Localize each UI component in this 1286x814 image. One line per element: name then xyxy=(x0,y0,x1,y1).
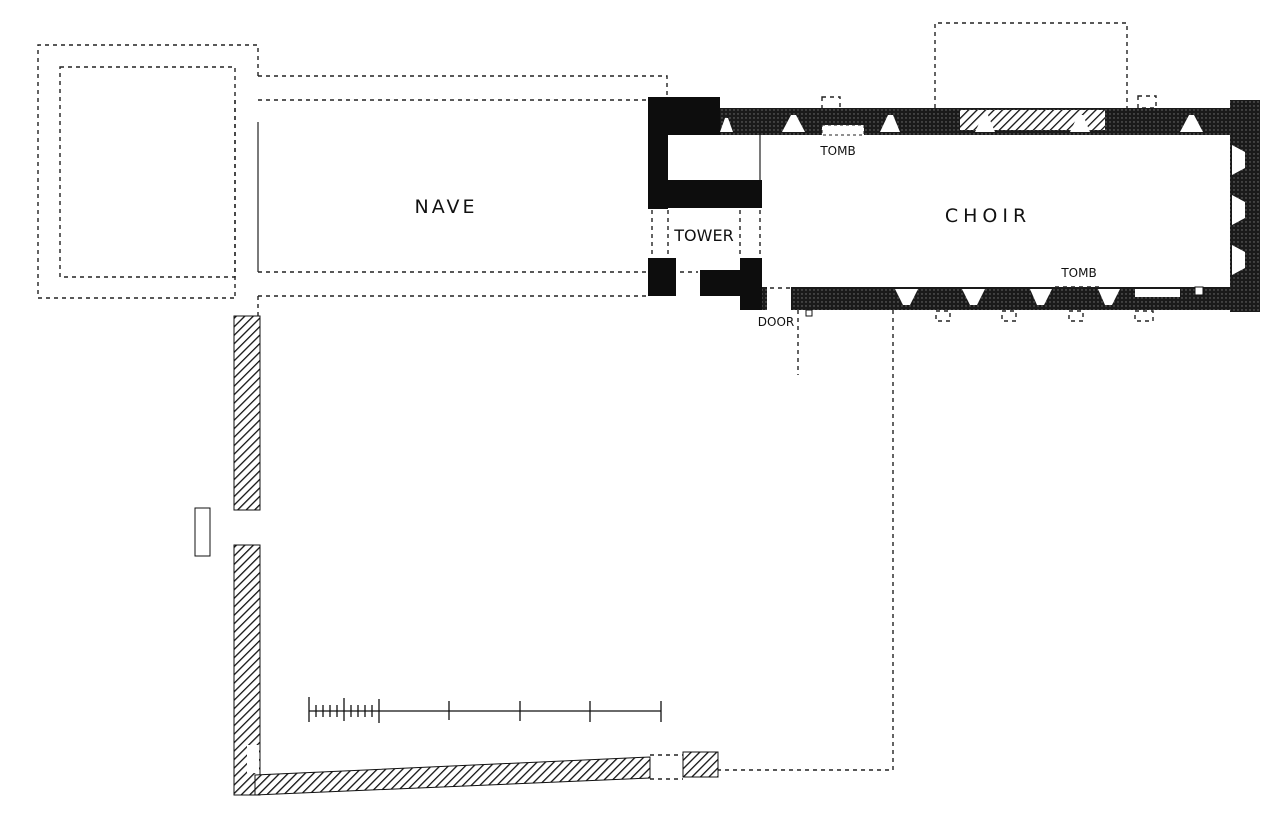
tomb-north-label: TOMB xyxy=(819,144,855,158)
tower-walls xyxy=(648,97,762,310)
detached-stone xyxy=(194,507,211,557)
scale-bar xyxy=(308,697,662,723)
nave-label: NAVE xyxy=(415,196,478,218)
tower-label: TOWER xyxy=(673,226,733,245)
north-buttress xyxy=(821,96,841,110)
choir-label: CHOIR xyxy=(945,205,1031,227)
choir-walls xyxy=(668,100,1260,322)
north-chapel-outline xyxy=(934,22,1128,108)
nave-outline xyxy=(257,75,668,316)
west-annex-outline xyxy=(37,44,259,299)
enclosure xyxy=(194,310,894,796)
north-buttress xyxy=(1137,95,1157,109)
tomb-south-label: TOMB xyxy=(1060,266,1096,280)
door-label: DOOR xyxy=(758,315,794,329)
